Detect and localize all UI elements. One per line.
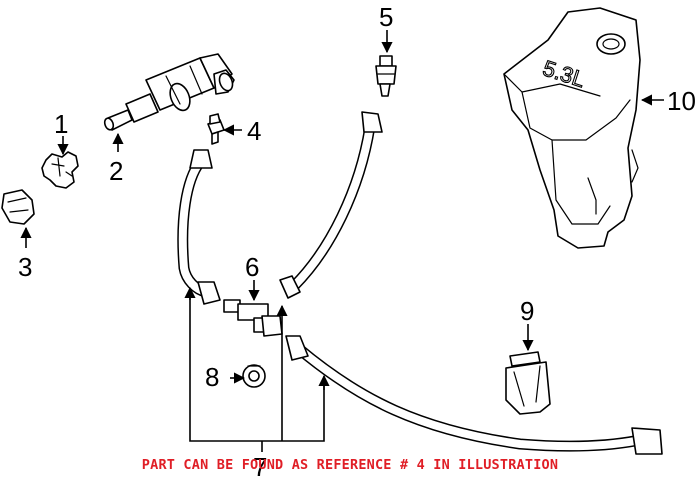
callout-numbers: 1 2 3 4 5 6 7 8 9 10	[18, 2, 696, 480]
callout-4: 4	[247, 116, 261, 146]
leader-lines	[20, 30, 664, 452]
callout-9: 9	[520, 296, 534, 326]
part-8-clamp	[242, 364, 266, 388]
tank-marking: 5.3L	[540, 55, 588, 92]
callout-10: 10	[667, 86, 696, 116]
callout-6: 6	[245, 252, 259, 282]
part-2-pump	[103, 53, 235, 131]
callout-8: 8	[205, 362, 219, 392]
callout-1: 1	[54, 109, 68, 139]
callout-3: 3	[18, 252, 32, 282]
part-1-clip	[41, 151, 79, 189]
part-5-connector	[375, 55, 397, 97]
callout-2: 2	[109, 156, 123, 186]
part-7-hoses	[177, 111, 663, 455]
part-9-retainer	[505, 351, 551, 415]
part-3-nozzle-cap	[1, 189, 35, 225]
bracket-7	[189, 290, 325, 442]
callout-5: 5	[379, 2, 393, 32]
part-6-t-connector	[223, 299, 283, 337]
callout-7: 7	[253, 452, 267, 480]
part-10-reservoir: 5.3L	[503, 7, 641, 249]
reference-notice: PART CAN BE FOUND AS REFERENCE # 4 IN IL…	[141, 457, 559, 473]
part-4-connector	[207, 113, 225, 145]
